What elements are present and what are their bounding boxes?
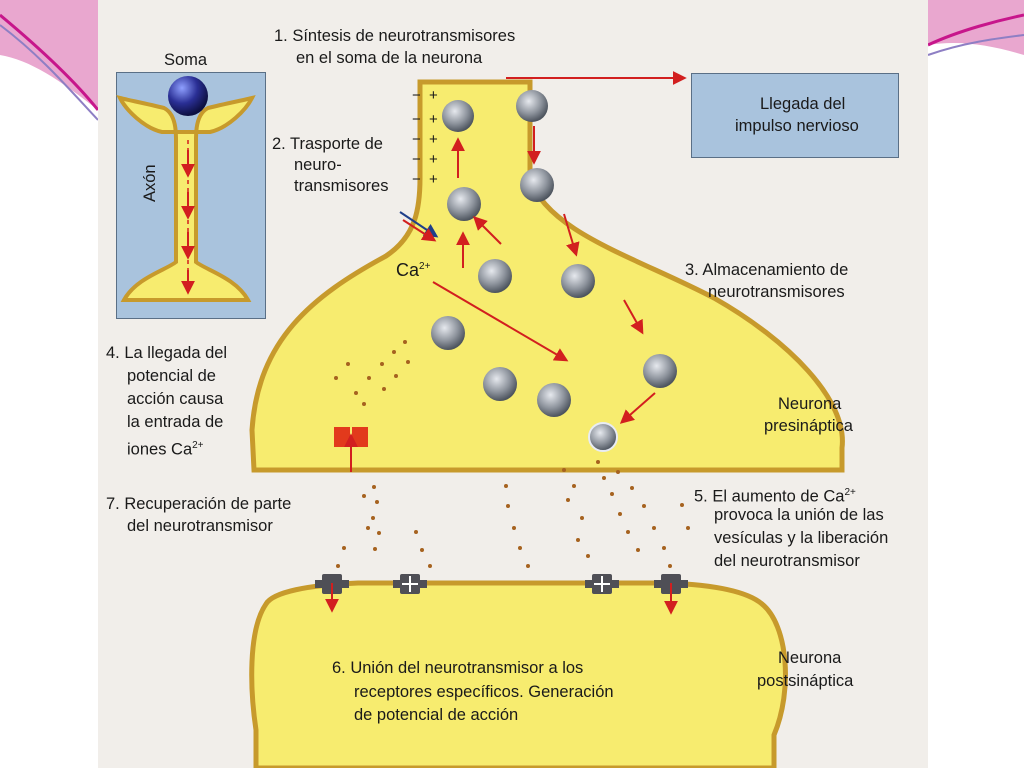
small-neuron <box>116 76 256 302</box>
vesicle <box>520 168 554 202</box>
receptor-icon <box>315 574 349 613</box>
receptors <box>315 574 688 615</box>
axon-label: Axón <box>141 164 159 202</box>
vesicle <box>431 316 465 350</box>
receptor-icon <box>585 574 619 594</box>
plus-sign-5: + <box>429 171 438 188</box>
synapse-diagram: − + + + + + − − − − <box>116 71 845 768</box>
plus-sign-4: + <box>429 151 438 168</box>
vesicle <box>643 354 677 388</box>
ca-ion-label: Ca2+ <box>396 260 431 280</box>
plus-sign-1: + <box>429 87 438 104</box>
plus-sign-2: + <box>429 111 438 128</box>
minus-sign-1: − <box>412 111 421 128</box>
receptor-icon <box>393 574 427 594</box>
neurotransmitter-dots <box>334 340 690 568</box>
vesicle <box>483 367 517 401</box>
vesicle <box>447 187 481 221</box>
vesicles <box>431 90 677 452</box>
reuptake-transporter <box>334 427 368 472</box>
vesicle <box>478 259 512 293</box>
minus-sign-2: − <box>412 131 421 148</box>
transport-arrows <box>432 126 656 424</box>
vesicle <box>537 383 571 417</box>
soma-label: Soma <box>164 51 208 69</box>
soma-nucleus-icon <box>168 76 208 116</box>
figure-page: − + + + + + − − − − <box>98 0 928 768</box>
receptor-icon <box>654 574 688 615</box>
minus-sign-3: − <box>412 151 421 168</box>
vesicle <box>516 90 548 122</box>
ca-entry-arrow-red <box>402 219 437 242</box>
minus-sign-4: − <box>412 171 421 188</box>
fusing-vesicle <box>588 422 618 452</box>
minus-sign-top: − <box>412 87 421 104</box>
vesicle <box>442 100 474 132</box>
plus-sign-3: + <box>429 131 438 148</box>
vesicle <box>561 264 595 298</box>
impulse-arrival-box <box>691 73 899 158</box>
presynaptic-terminal <box>249 79 845 473</box>
membrane-charges: − + + + + + − − − − <box>412 87 438 188</box>
